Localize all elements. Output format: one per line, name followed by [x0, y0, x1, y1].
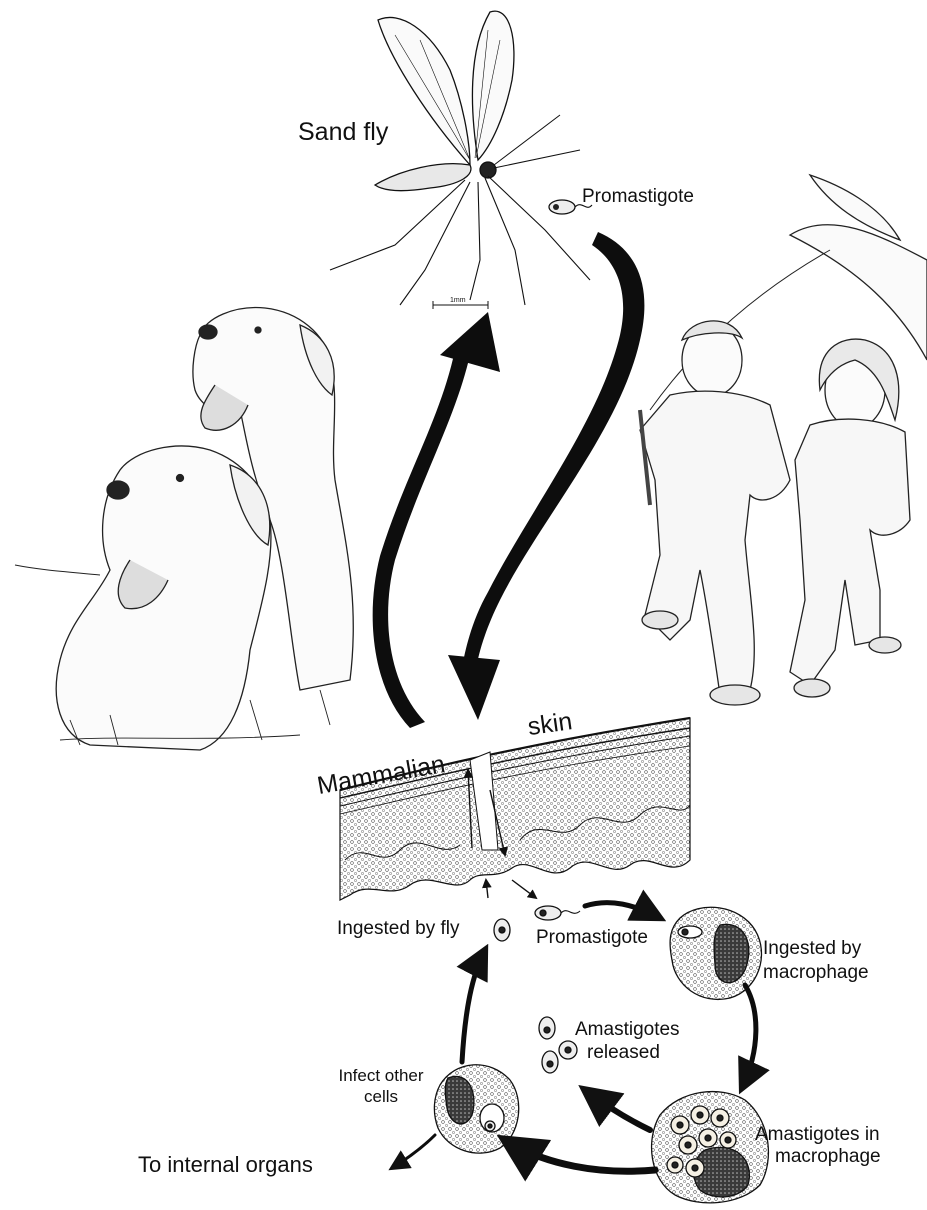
label-amastigotes-in-macrophage-line1: Amastigotes in	[755, 1124, 880, 1146]
label-amastigotes-released-line2: released	[587, 1042, 660, 1064]
sand-fly-illustration	[330, 11, 590, 309]
children-illustration	[640, 175, 927, 705]
label-ingested-by-macrophage-line1: Ingested by	[763, 938, 861, 960]
label-ingested-by-macrophage-line2: macrophage	[763, 962, 869, 984]
skin-section	[340, 718, 690, 900]
label-promastigote-bottom: Promastigote	[536, 927, 648, 949]
label-skin: skin	[526, 707, 574, 742]
label-promastigote-top: Promastigote	[582, 186, 694, 208]
sand-fly-head	[480, 162, 496, 178]
label-infect-other-cells-line1: Infect other	[322, 1066, 440, 1086]
arrow-skin-fly	[373, 350, 470, 728]
dogs-illustration	[15, 308, 353, 750]
sand-fly-wing-right	[472, 11, 514, 160]
sand-fly-abdomen	[375, 164, 471, 191]
label-amastigotes-in-macrophage-line2: macrophage	[775, 1146, 881, 1168]
promastigote-bottom-icon	[535, 906, 580, 920]
arrow-promastigote-to-skin	[462, 232, 644, 670]
macrophage-with-amastigotes	[652, 1092, 769, 1203]
label-scale-bar: 1mm	[450, 297, 466, 305]
sand-fly-wing-left	[378, 17, 470, 165]
label-ingested-by-fly: Ingested by fly	[337, 918, 460, 940]
label-sand-fly: Sand fly	[298, 118, 388, 147]
label-to-internal-organs: To internal organs	[138, 1152, 313, 1177]
released-amastigotes	[539, 1017, 577, 1073]
label-infect-other-cells-line2: cells	[322, 1087, 440, 1107]
label-amastigotes-released-line1: Amastigotes	[575, 1019, 680, 1041]
transmission-arrows	[373, 232, 645, 728]
